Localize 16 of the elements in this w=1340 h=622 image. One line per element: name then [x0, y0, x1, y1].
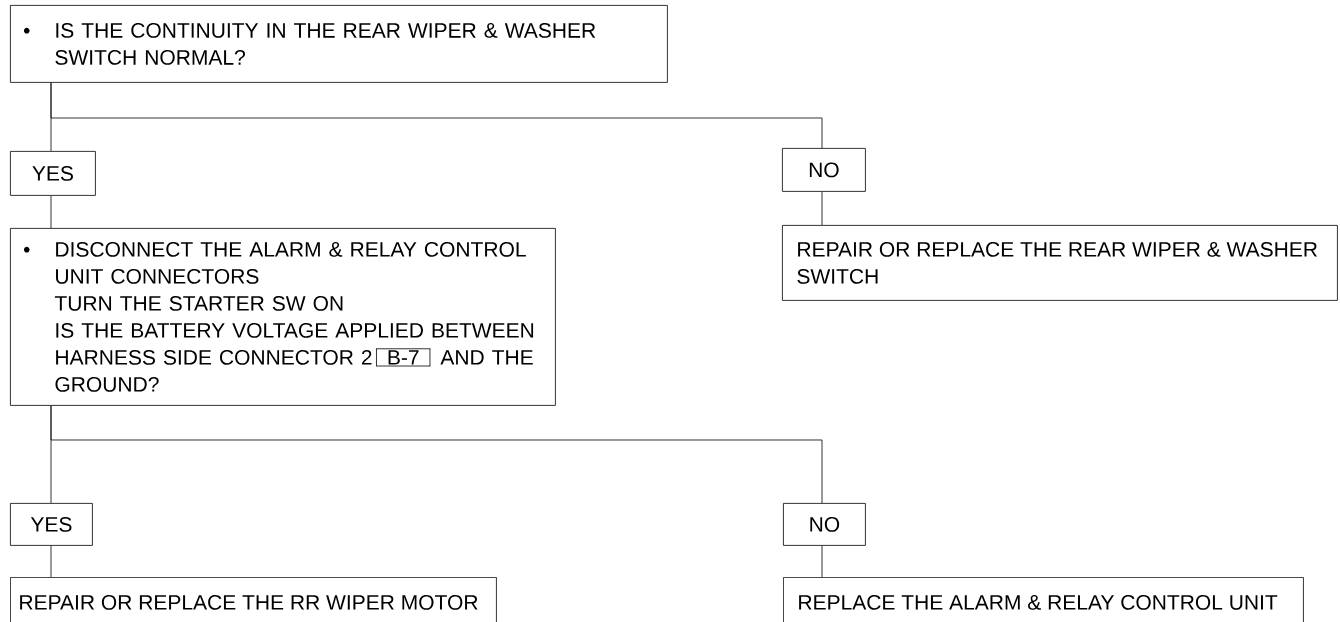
question-box: • DISCONNECT THE ALARM & RELAY CONTROL UNIT CONNECTORS TURN THE STARTER SW ON IS THE BATTERY VOLTAGE APPLIED BETWEEN HARNESS SIDE CONNECTOR 2 B-7 AND THE GROUND?	[10, 228, 556, 406]
action-box: REPLACE THE ALARM & RELAY CONTROL UNIT	[783, 577, 1304, 622]
answer-box: YES	[10, 503, 93, 546]
connector-line	[50, 195, 52, 229]
answer-box: YES	[10, 151, 96, 196]
action-box: REPAIR OR REPLACE THE REAR WIPER & WASHER SWITCH	[782, 225, 1338, 301]
connector-line	[821, 191, 823, 226]
connector-line	[50, 82, 823, 149]
question-box: • IS THE CONTINUITY IN THE REAR WIPER & WASHER SWITCH NORMAL?	[10, 5, 668, 83]
answer-box: NO	[782, 148, 866, 192]
answer-box: NO	[783, 503, 866, 546]
connector-line	[821, 545, 823, 578]
action-box: REPAIR OR REPLACE THE RR WIPER MOTOR	[10, 577, 497, 622]
connector-line	[50, 405, 823, 504]
connector-line	[50, 545, 52, 578]
connector-tag: B-7	[375, 348, 431, 367]
